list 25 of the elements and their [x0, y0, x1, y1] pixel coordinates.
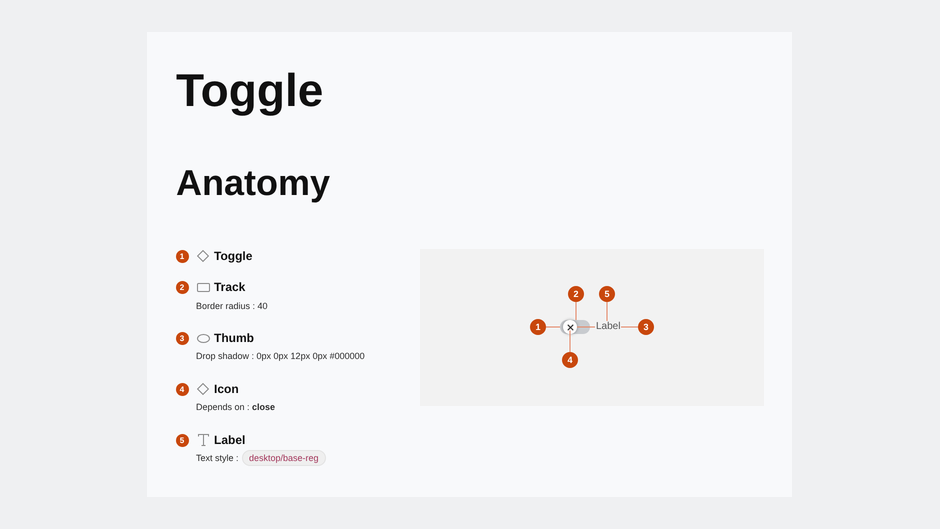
part-name: Toggle [214, 248, 252, 264]
toggle-thumb [563, 320, 577, 334]
callout-number: 1 [176, 250, 188, 262]
callout-number: 1 [530, 319, 546, 335]
part-detail: Drop shadow : 0px 0px 12px 0px #000000 [196, 350, 365, 362]
leader-line [606, 302, 608, 322]
part-name: Icon [214, 381, 239, 397]
part-name: Track [214, 279, 246, 295]
section-heading: Anatomy [176, 165, 330, 201]
part-name: Label [214, 432, 246, 448]
part-detail: Text style : [196, 452, 239, 464]
callout-number: 3 [176, 332, 188, 344]
part-detail: Depends on : close [196, 401, 276, 413]
callout-number: 2 [176, 280, 188, 294]
callout-number: 5 [599, 286, 615, 302]
callout-number: 4 [176, 382, 188, 396]
leader-line [546, 326, 560, 328]
callout-number: 3 [638, 319, 654, 335]
part-name: Thumb [214, 330, 254, 346]
callout-number: 2 [568, 286, 584, 302]
part-detail: Border radius : 40 [196, 300, 268, 312]
style-tag: desktop/base-reg [242, 450, 326, 466]
toggle-track [560, 320, 590, 334]
callout-number: 5 [176, 434, 188, 446]
callout-number: 4 [562, 352, 578, 368]
